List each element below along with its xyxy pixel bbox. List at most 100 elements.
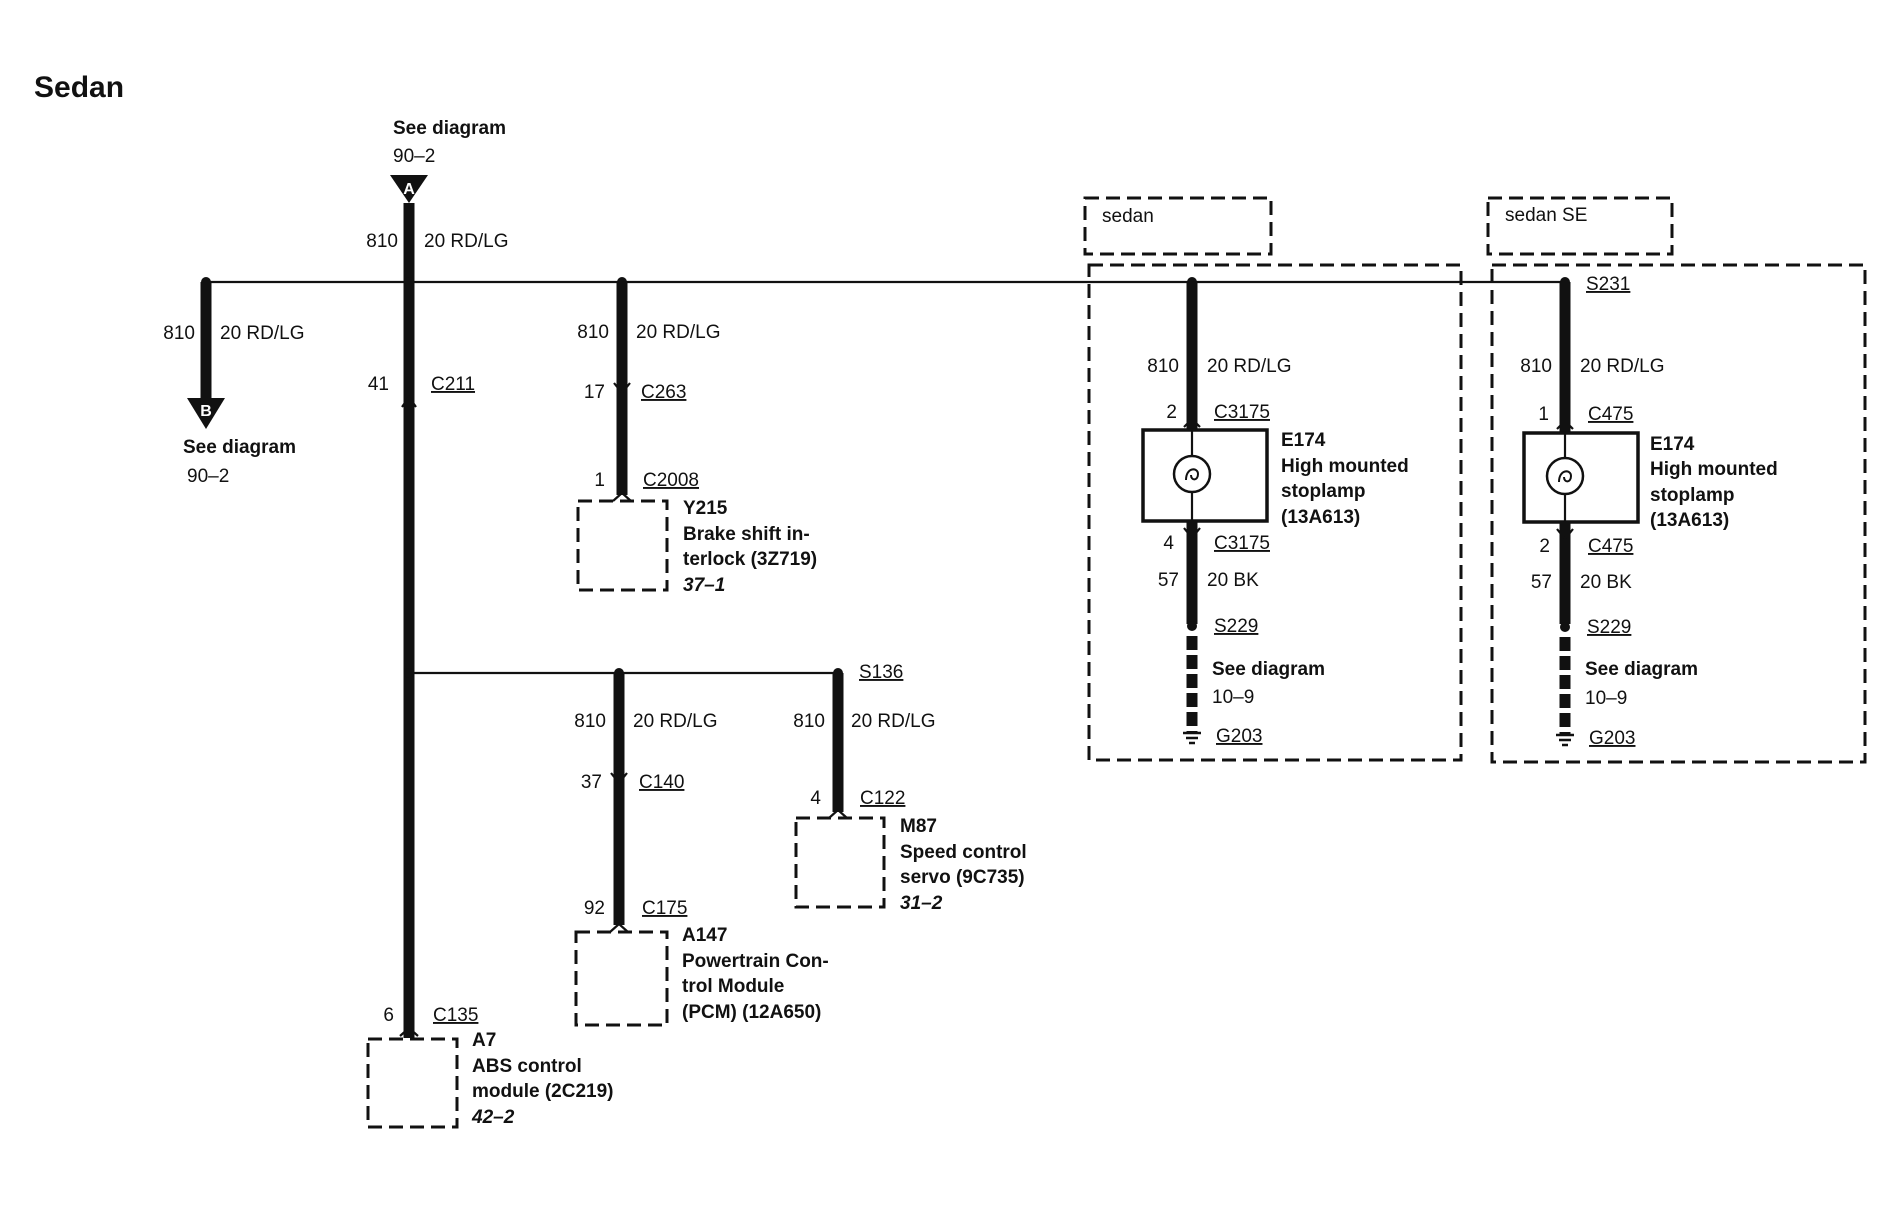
sedan-e174-id: E174 [1281, 430, 1326, 451]
m87-ref: 31–2 [900, 893, 943, 914]
c263-pin: 17 [584, 382, 605, 403]
sedanse-e174-line1: High mounted [1650, 459, 1778, 480]
y215-line1: Brake shift in- [683, 524, 810, 545]
sedan-ground-page: 10–9 [1212, 687, 1254, 708]
node-mid-trunk [404, 668, 414, 678]
c475-in-connector-mark [1556, 419, 1574, 430]
c263-connector-mark [613, 382, 631, 395]
sedanse-variant-tag: sedan SE [1505, 205, 1587, 226]
c140-name: C140 [639, 772, 684, 793]
m87-line1: Speed control [900, 842, 1027, 863]
c475-out-pin: 2 [1539, 536, 1550, 557]
c475-in-pin: 1 [1538, 404, 1549, 425]
ref-b-letter: B [200, 403, 212, 420]
sedanse-g203-label: G203 [1589, 728, 1635, 749]
s136-label: S136 [859, 662, 903, 683]
a7-ref: 42–2 [471, 1107, 515, 1128]
c135-pin: 6 [383, 1005, 394, 1026]
sedanse-variant-box [1490, 263, 1867, 764]
sedanse-e174-line3: (13A613) [1650, 510, 1729, 531]
a7-line1: ABS control [472, 1056, 582, 1077]
c140-connector-mark [610, 772, 628, 785]
sedanse-bulb-filament-icon [1558, 470, 1573, 483]
c122-connector-mark [828, 808, 848, 819]
a147-line2: trol Module [682, 976, 784, 997]
sedan-ground-icon [1183, 731, 1201, 745]
c3175-in-connector-mark [1183, 417, 1201, 428]
sedanse-e174-line2: stoplamp [1650, 485, 1734, 506]
sedanse-ground-see: See diagram [1585, 659, 1698, 680]
sedan-variant-box [1087, 263, 1463, 762]
sedanse-bulb-icon [1545, 456, 1585, 496]
y215-ref: 37–1 [683, 575, 725, 596]
m87-line2: servo (9C735) [900, 867, 1025, 888]
a147-box [574, 930, 669, 1027]
sedanse-ground-icon [1556, 733, 1574, 747]
a147-id: A147 [682, 925, 727, 946]
a7-id: A7 [472, 1030, 496, 1051]
sedan-variant-tag-box [1083, 196, 1273, 256]
sedanse-ground-gauge: 20 BK [1580, 572, 1632, 593]
sedanse-lamp-circuit: 810 [1520, 356, 1552, 377]
c135-connector-mark [399, 1026, 419, 1037]
y215-line2: terlock (3Z719) [683, 549, 817, 570]
sedan-ground-circuit: 57 [1158, 570, 1179, 591]
m87-id: M87 [900, 816, 937, 837]
c211-name: C211 [431, 374, 475, 395]
a7-line2: module (2C219) [472, 1081, 613, 1102]
page-title: Sedan [34, 71, 124, 104]
a147-line1: Powertrain Con- [682, 951, 829, 972]
sedan-lamp-gauge: 20 RD/LG [1207, 356, 1291, 377]
c122-pin: 4 [810, 788, 821, 809]
y215-box [576, 499, 669, 592]
c135-name: C135 [433, 1005, 478, 1026]
y215-id: Y215 [683, 498, 728, 519]
c3175-out-connector-mark [1183, 527, 1201, 540]
sedan-e174-line2: stoplamp [1281, 481, 1365, 502]
c175-name: C175 [642, 898, 687, 919]
c140-pin: 37 [581, 772, 602, 793]
sedanse-variant-tag-box [1486, 196, 1674, 256]
c475-in-name: C475 [1588, 404, 1633, 425]
sedan-ground-gauge: 20 BK [1207, 570, 1259, 591]
pcm-circuit: 810 [574, 711, 606, 732]
sedanse-ground-circuit: 57 [1531, 572, 1552, 593]
sedan-bulb-icon [1172, 454, 1212, 494]
c122-name: C122 [860, 788, 905, 809]
ref-a-see: See diagram [393, 118, 506, 139]
ref-a-letter: A [403, 181, 415, 198]
sedan-ground-see: See diagram [1212, 659, 1325, 680]
sedanse-lamp-gauge: 20 RD/LG [1580, 356, 1664, 377]
ref-b-arrow [187, 398, 225, 429]
c2008-connector-mark [612, 491, 632, 502]
sedan-e174-line1: High mounted [1281, 456, 1409, 477]
sedanse-s231-label: S231 [1586, 274, 1630, 295]
sedanse-ground-page: 10–9 [1585, 688, 1627, 709]
sedan-e174-line3: (13A613) [1281, 507, 1360, 528]
c175-pin: 92 [584, 898, 605, 919]
ref-a-arrow [390, 175, 428, 203]
c2008-pin: 1 [594, 470, 605, 491]
ref-b-see: See diagram [183, 437, 296, 458]
to-b-circuit: 810 [163, 323, 195, 344]
y215-gauge: 20 RD/LG [636, 322, 720, 343]
sedanse-s229-label: S229 [1587, 617, 1631, 638]
c211-pin: 41 [368, 374, 389, 395]
sedan-g203-label: G203 [1216, 726, 1262, 747]
sedan-bulb-filament-icon [1185, 468, 1200, 481]
a7-box [366, 1037, 459, 1129]
y215-circuit: 810 [577, 322, 609, 343]
servo-gauge: 20 RD/LG [851, 711, 935, 732]
pcm-gauge: 20 RD/LG [633, 711, 717, 732]
ref-b-page: 90–2 [187, 466, 229, 487]
c3175-in-pin: 2 [1166, 402, 1177, 423]
to-b-gauge: 20 RD/LG [220, 323, 304, 344]
c475-out-connector-mark [1556, 528, 1574, 541]
c3175-out-pin: 4 [1163, 533, 1174, 554]
sedan-s229-node [1187, 621, 1197, 631]
c263-name: C263 [641, 382, 686, 403]
c2008-name: C2008 [643, 470, 699, 491]
c3175-in-name: C3175 [1214, 402, 1270, 423]
a147-line3: (PCM) (12A650) [682, 1002, 821, 1023]
